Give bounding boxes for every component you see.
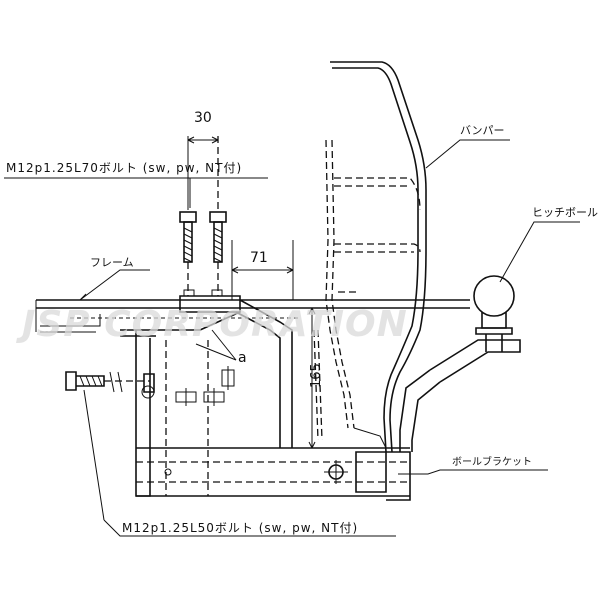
dimension-71-label: 71 (250, 250, 268, 266)
dimension-30-label: 30 (194, 110, 212, 126)
upper-bolt-right (209, 211, 227, 296)
marker-a: a (238, 350, 247, 366)
dimension-30: 30 (187, 110, 219, 210)
dimension-165: 165 (298, 307, 330, 449)
upper-bolt-left (179, 211, 197, 296)
leader-lines (4, 139, 580, 537)
hitch-ball-assembly (399, 275, 521, 452)
mounting-bracket (120, 289, 411, 501)
watermark: JSP CORPORATION (16, 304, 408, 345)
upper-bolt-spec: M12p1.25L70ボルト (sw, pw, NT付) (6, 161, 242, 175)
dimension-71: 71 (231, 240, 294, 300)
frame-label: フレーム (90, 256, 134, 269)
ball-bracket-label: ボールブラケット (452, 455, 532, 468)
frame-rail (35, 299, 470, 333)
lower-bolt (65, 371, 155, 399)
lower-bolt-spec: M12p1.25L50ボルト (sw, pw, NT付) (122, 521, 358, 535)
bumper-outline (330, 61, 427, 453)
body-panel (313, 139, 421, 449)
dimension-165-label: 165 (309, 363, 324, 388)
bumper-label: バンパー (460, 124, 505, 137)
hitch-ball-label: ヒッチボール (532, 206, 598, 219)
